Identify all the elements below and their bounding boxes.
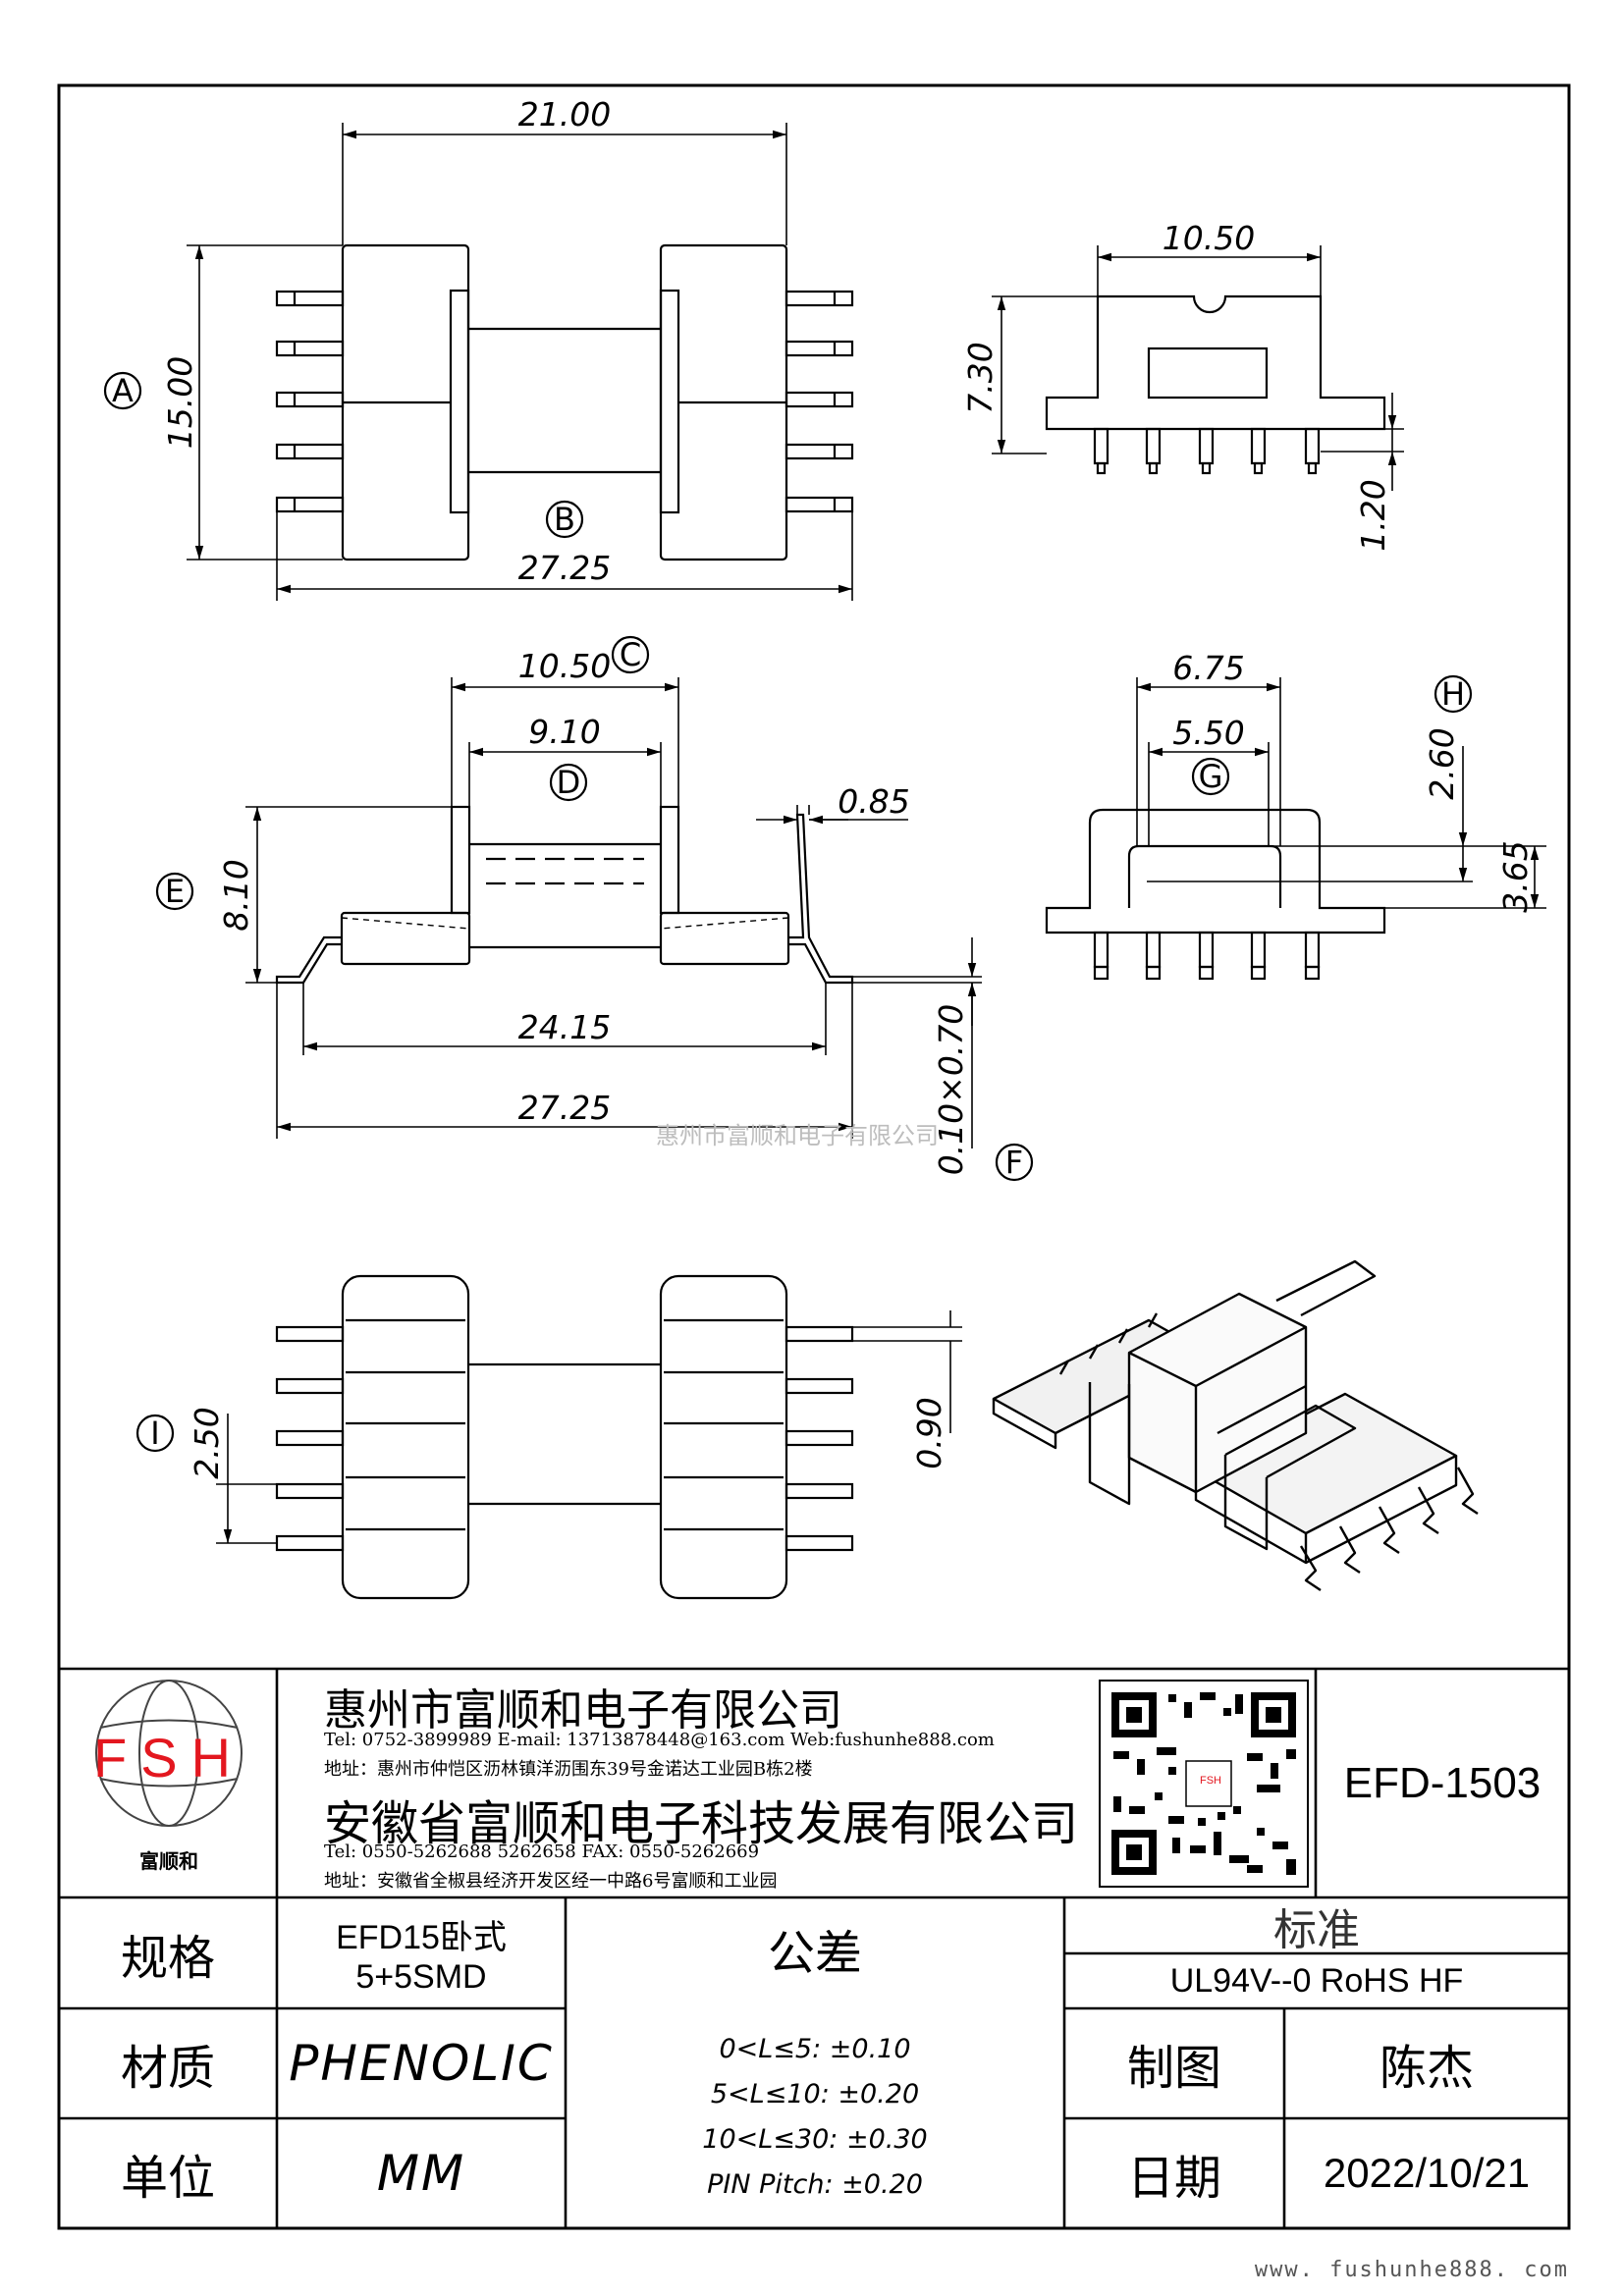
tolerance-row: 10<L≤30: ±0.30 xyxy=(702,2124,928,2155)
isometric-view xyxy=(992,1259,1479,1591)
company-2-name: 安徽省富顺和电子科技发展有限公司 xyxy=(324,1796,1079,1851)
watermark: 惠州市富顺和电子有限公司 xyxy=(656,1122,939,1149)
tolerance-row: 5<L≤10: ±0.20 xyxy=(710,2079,920,2109)
date-label: 日期 xyxy=(1126,2151,1221,2206)
dim-side-width: 10.50 xyxy=(1163,219,1255,257)
side-view xyxy=(992,245,1404,491)
label-i: I xyxy=(150,1415,159,1452)
standard-value: UL94V--0 RoHS HF xyxy=(1169,1961,1464,2000)
spec-label: 规格 xyxy=(120,1930,215,1986)
footer-url: www. fushunhe888. com xyxy=(1254,2258,1569,2282)
tolerance-list: 0<L≤5: ±0.10 5<L≤10: ±0.20 10<L≤30: ±0.3… xyxy=(566,2027,1064,2208)
dim-top-height: 15.00 xyxy=(161,356,199,449)
tolerance-label: 公差 xyxy=(767,1926,862,1981)
logo-text: FSH xyxy=(93,1727,244,1789)
company-2-address: 地址：安徽省全椒县经济开发区经一中路6号富顺和工业园 xyxy=(324,1871,778,1892)
label-c: C xyxy=(620,636,641,673)
dim-front-inner: 24.15 xyxy=(518,1008,611,1046)
part-number: EFD-1503 xyxy=(1343,1758,1542,1807)
bottom-view-pins-left xyxy=(275,1325,345,1552)
logo-caption: 富顺和 xyxy=(139,1849,198,1873)
material-label: 材质 xyxy=(120,2041,215,2096)
dim-side-pin: 1.20 xyxy=(1354,479,1392,551)
dim-front-thick: 0.85 xyxy=(838,782,909,821)
qr-code xyxy=(1099,1680,1309,1888)
dim-bottom-pin: 0.90 xyxy=(910,1397,948,1468)
top-view-pins-left xyxy=(275,290,345,513)
dim-top-overall: 27.25 xyxy=(518,549,611,587)
end-view-pins xyxy=(1093,931,1321,981)
side-view-pins xyxy=(1093,427,1321,475)
front-view xyxy=(155,635,1034,1182)
top-view-pins-right xyxy=(784,290,854,513)
bottom-view xyxy=(135,1274,962,1600)
company-2-contact: Tel: 0550-5262688 5262658 FAX: 0550-5262… xyxy=(324,1842,760,1862)
company-1-address: 地址：惠州市仲恺区沥林镇洋沥围东39号金诺达工业园B栋2楼 xyxy=(324,1759,813,1780)
title-block-grid xyxy=(59,1667,1569,2228)
dim-bottom-pitch: 2.50 xyxy=(188,1407,226,1478)
drawn-value: 陈杰 xyxy=(1379,2041,1474,2096)
iso-pins-front xyxy=(1299,1467,1479,1591)
dim-front-e: 8.10 xyxy=(217,859,255,931)
unit-value: MM xyxy=(376,2145,466,2202)
label-a: A xyxy=(112,372,134,409)
company-1-name: 惠州市富顺和电子有限公司 xyxy=(324,1685,842,1735)
tolerance-row: PIN Pitch: ±0.20 xyxy=(707,2169,923,2200)
top-view xyxy=(103,123,854,601)
company-1-contact: Tel: 0752-3899989 E-mail: 13713878448@16… xyxy=(324,1730,995,1750)
tolerance-row: 0<L≤5: ±0.10 xyxy=(719,2034,911,2064)
end-view xyxy=(1045,674,1546,981)
standard-label: 标准 xyxy=(1273,1904,1360,1955)
unit-label: 单位 xyxy=(120,2151,215,2206)
label-b: B xyxy=(554,501,575,538)
iso-pins-back xyxy=(1058,1312,1159,1375)
dimension-texts: 21.00 15.00 27.25 A B 10.50 7.30 1.20 10… xyxy=(112,95,1535,1479)
drawing-frame xyxy=(57,83,1571,2230)
dim-end-outer: 6.75 xyxy=(1172,649,1244,687)
dim-front-overall: 27.25 xyxy=(518,1089,611,1127)
label-h: H xyxy=(1441,675,1465,713)
label-g: G xyxy=(1199,758,1223,795)
spec-value: EFD15卧式 5+5SMD xyxy=(277,1897,566,2008)
dim-front-d: 9.10 xyxy=(528,713,600,751)
label-f: F xyxy=(1005,1144,1023,1181)
material-value: PHENOLIC xyxy=(289,2035,554,2092)
spec-value-line-2: 5+5SMD xyxy=(355,1957,487,1996)
qr-caption: FSH xyxy=(1200,1775,1221,1787)
bottom-view-pins-right xyxy=(784,1325,854,1552)
drawn-label: 制图 xyxy=(1126,2041,1221,2096)
label-e: E xyxy=(165,873,185,910)
dim-end-h1: 2.60 xyxy=(1423,727,1461,799)
label-d: D xyxy=(557,764,581,801)
dim-top-width: 21.00 xyxy=(518,95,611,133)
dim-end-inner: 5.50 xyxy=(1172,714,1244,752)
dim-front-c: 10.50 xyxy=(518,647,611,685)
dim-side-height: 7.30 xyxy=(961,342,1000,413)
dim-end-h2: 3.65 xyxy=(1496,840,1535,912)
date-value: 2022/10/21 xyxy=(1323,2150,1531,2196)
dim-front-pin: 0.10×0.70 xyxy=(932,1004,970,1176)
fsh-logo xyxy=(95,1680,243,1827)
spec-value-line-1: EFD15卧式 xyxy=(336,1918,507,1956)
